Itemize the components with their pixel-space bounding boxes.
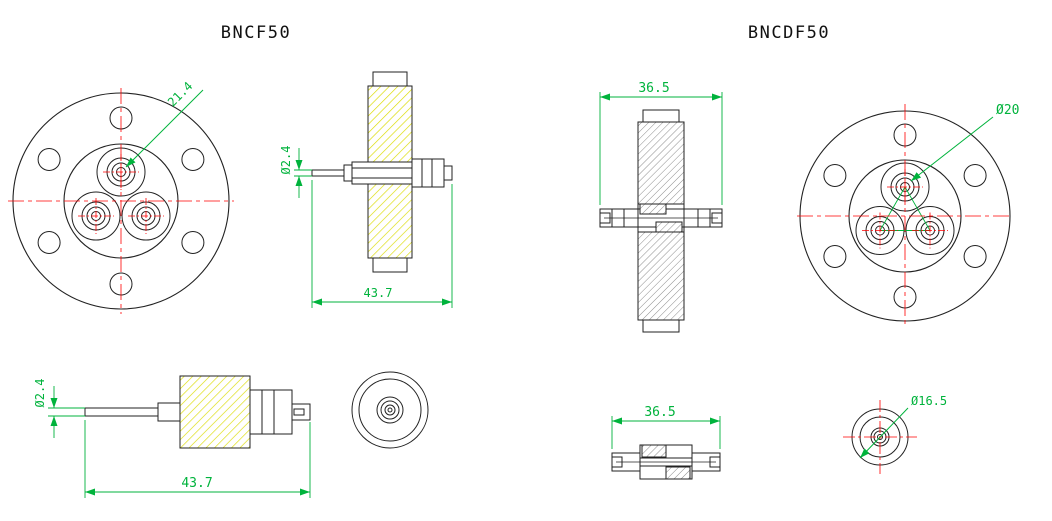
- bncdf50-section-view: 36.5: [599, 81, 723, 333]
- flange-plate-section: [367, 71, 413, 273]
- bncf50-side-view: Ø2.4 43.7: [33, 375, 311, 498]
- bncf50-section-view: Ø2.4 43.7: [279, 71, 453, 308]
- adapter-section: [599, 203, 723, 233]
- body-diameter-dimension: Ø16.5: [859, 394, 947, 459]
- pitch-dimension: 21.4: [125, 79, 204, 168]
- width-dimension: 36.5: [599, 81, 723, 205]
- flange-plate-section: [637, 109, 685, 333]
- bncdf50-front-view: Ø20: [797, 103, 1019, 328]
- pin-diameter-label: Ø2.4: [33, 379, 47, 408]
- bncf50-end-view: [351, 371, 429, 449]
- width-dimension: 36.5: [611, 405, 721, 449]
- pin-diameter-dimension: Ø2.4: [33, 379, 85, 438]
- width-label: 36.5: [638, 81, 669, 96]
- feedthrough-section: [311, 158, 453, 188]
- connector-body: [84, 375, 311, 449]
- bncf50-front-view: 21.4: [8, 79, 234, 314]
- connector-diameter-dimension: Ø20: [910, 103, 1019, 182]
- length-label: 43.7: [364, 286, 393, 300]
- length-dimension: 43.7: [84, 420, 311, 498]
- centerlines: [797, 104, 1013, 328]
- bncdf50-title: BNCDF50: [748, 23, 830, 43]
- centerlines: [8, 88, 234, 314]
- body-diameter-label: Ø16.5: [911, 394, 947, 408]
- adapter-body: [611, 444, 721, 480]
- pitch-dimension-label: 21.4: [165, 79, 195, 109]
- width-label: 36.5: [644, 405, 675, 420]
- pin-diameter-dimension: Ø2.4: [279, 146, 312, 198]
- bolt-holes: [37, 106, 205, 296]
- length-dimension: 43.7: [311, 180, 453, 308]
- bncdf50-end-view: Ø16.5: [843, 394, 947, 474]
- connector-diameter-label: Ø20: [996, 103, 1019, 118]
- pin-diameter-label: Ø2.4: [279, 146, 293, 175]
- bncdf50-side-view: 36.5: [611, 405, 721, 480]
- bncf50-title: BNCF50: [221, 23, 291, 43]
- length-label: 43.7: [181, 476, 212, 491]
